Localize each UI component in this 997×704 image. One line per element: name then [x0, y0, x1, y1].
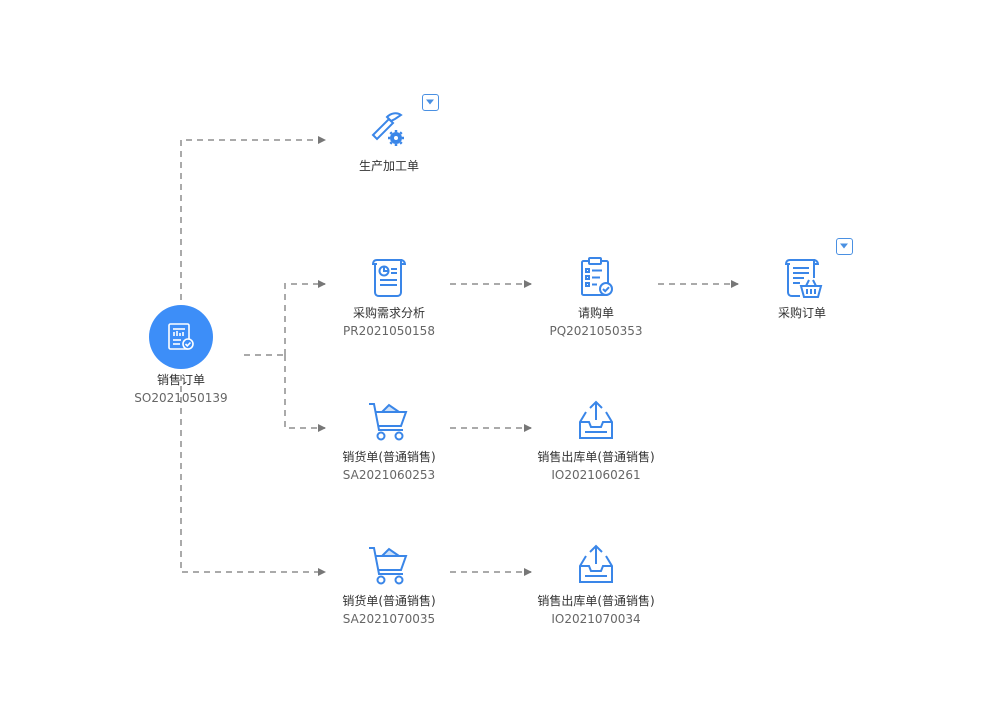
node-stock-out-2[interactable]: 销售出库单(普通销售) IO2021070034	[506, 542, 686, 628]
node-label: 销货单(普通销售)	[342, 450, 436, 464]
node-purchase-analysis[interactable]: 采购需求分析 PR2021050158	[299, 254, 479, 340]
node-sales-delivery-1[interactable]: 销货单(普通销售) SA2021060253	[299, 398, 479, 484]
purchase-order-dropdown-toggle[interactable]	[836, 238, 853, 255]
node-sales-delivery-2[interactable]: 销货单(普通销售) SA2021070035	[299, 542, 479, 628]
clipboard-check-icon	[581, 257, 613, 296]
node-label: 销售订单	[156, 373, 205, 387]
connector-mid-to-sales-1	[284, 355, 326, 432]
document-basket-icon	[784, 259, 823, 298]
node-label: 销售出库单(普通销售)	[537, 594, 655, 608]
node-code: PR2021050158	[343, 324, 435, 338]
shopping-cart-icon	[369, 547, 408, 585]
analysis-scroll-icon	[371, 259, 407, 297]
inbox-out-icon	[579, 400, 613, 439]
node-purchase-order[interactable]: 采购订单	[712, 254, 892, 322]
node-label: 生产加工单	[358, 159, 419, 173]
connector-mid-to-analysis	[284, 280, 326, 355]
node-code: SO2021050139	[134, 391, 228, 405]
connector-root-to-production	[180, 136, 326, 300]
node-production[interactable]: 生产加工单	[299, 107, 479, 175]
node-code: IO2021060261	[551, 468, 641, 482]
caret-down-icon	[426, 99, 434, 105]
report-document-icon	[168, 323, 194, 350]
node-code: PQ2021050353	[549, 324, 643, 338]
node-stock-out-1[interactable]: 销售出库单(普通销售) IO2021060261	[506, 398, 686, 484]
node-label: 销售出库单(普通销售)	[537, 450, 655, 464]
shopping-cart-icon	[369, 403, 408, 441]
caret-down-icon	[840, 243, 848, 249]
node-code: IO2021070034	[551, 612, 641, 626]
production-dropdown-toggle[interactable]	[422, 94, 439, 111]
node-label: 采购需求分析	[352, 306, 425, 320]
node-requisition[interactable]: 请购单 PQ2021050353	[506, 254, 686, 340]
root-circle	[149, 305, 213, 369]
inbox-out-icon	[579, 544, 613, 583]
node-label: 采购订单	[777, 306, 826, 320]
node-sales-order[interactable]: 销售订单 SO2021050139	[91, 305, 271, 407]
node-code: SA2021070035	[342, 612, 436, 626]
hammer-gear-icon	[371, 112, 404, 146]
node-label: 请购单	[577, 306, 614, 320]
node-code: SA2021060253	[342, 468, 436, 482]
node-label: 销货单(普通销售)	[342, 594, 436, 608]
